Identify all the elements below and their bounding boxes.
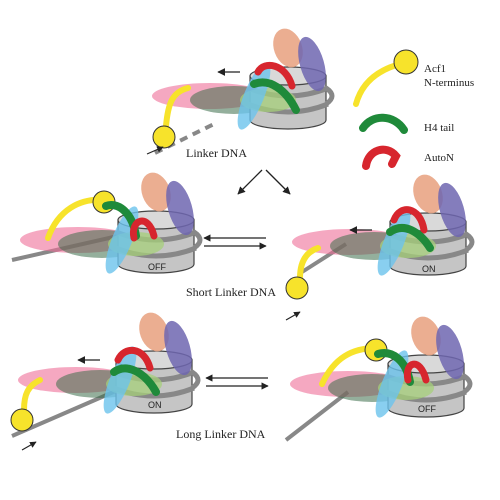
legend-acf1-line2: N-terminus xyxy=(424,77,474,89)
caption-long-linker: Long Linker DNA xyxy=(176,427,266,441)
legend-auton: AutoN xyxy=(424,152,454,164)
dna-strand-long-off xyxy=(284,390,350,442)
equilibrium-long xyxy=(205,374,269,390)
nucleosome-short-off xyxy=(20,168,200,277)
split-arrows xyxy=(237,169,291,195)
long-on-group: ON xyxy=(10,308,198,451)
state-short-off: OFF xyxy=(148,262,166,272)
auton-long-on xyxy=(114,347,154,372)
legend-acf1-line1: Acf1 xyxy=(424,63,446,75)
state-long-on: ON xyxy=(148,400,162,410)
h4-tail-top xyxy=(250,78,300,114)
arrow-top-small xyxy=(146,146,164,155)
acf1-head-top xyxy=(152,125,176,149)
acf1-long-on xyxy=(21,377,43,413)
legend-h4-icon xyxy=(359,113,408,134)
state-short-on: ON xyxy=(422,264,436,274)
acf1-short-on xyxy=(297,245,321,281)
acf1-head-long-on xyxy=(10,408,34,432)
short-on-group: ON xyxy=(285,170,472,321)
legend-acf1-icon xyxy=(353,49,419,107)
auton-top xyxy=(254,61,296,90)
acf1-head-short-on xyxy=(285,276,309,300)
nucleosome-top xyxy=(152,24,332,133)
auton-long-off xyxy=(403,360,430,384)
h4-tail-long-on xyxy=(110,364,160,396)
arrow-long-on-small xyxy=(21,441,37,451)
h4-tail-short-on xyxy=(386,224,434,252)
equilibrium-short xyxy=(203,234,267,250)
auton-short-on xyxy=(390,206,428,234)
arrow-short-on-small xyxy=(285,311,301,321)
top-nucleosome-group: Linker DNA xyxy=(146,24,332,160)
nucleosome-long-off xyxy=(290,312,470,421)
acf1-top xyxy=(163,85,191,129)
long-off-group: OFF xyxy=(284,312,470,442)
caption-short-linker: Short Linker DNA xyxy=(186,285,276,299)
legend: Acf1 N-terminus H4 tail AutoN xyxy=(353,49,474,170)
short-off-group: OFF xyxy=(11,168,200,277)
linker-dna-strand xyxy=(154,122,215,155)
legend-h4-tail: H4 tail xyxy=(424,122,454,134)
auton-short-off xyxy=(129,217,158,242)
caption-linker-dna: Linker DNA xyxy=(186,146,247,160)
nucleosome-long-on xyxy=(18,308,198,417)
legend-auton-icon xyxy=(362,145,401,170)
state-long-off: OFF xyxy=(418,404,436,414)
